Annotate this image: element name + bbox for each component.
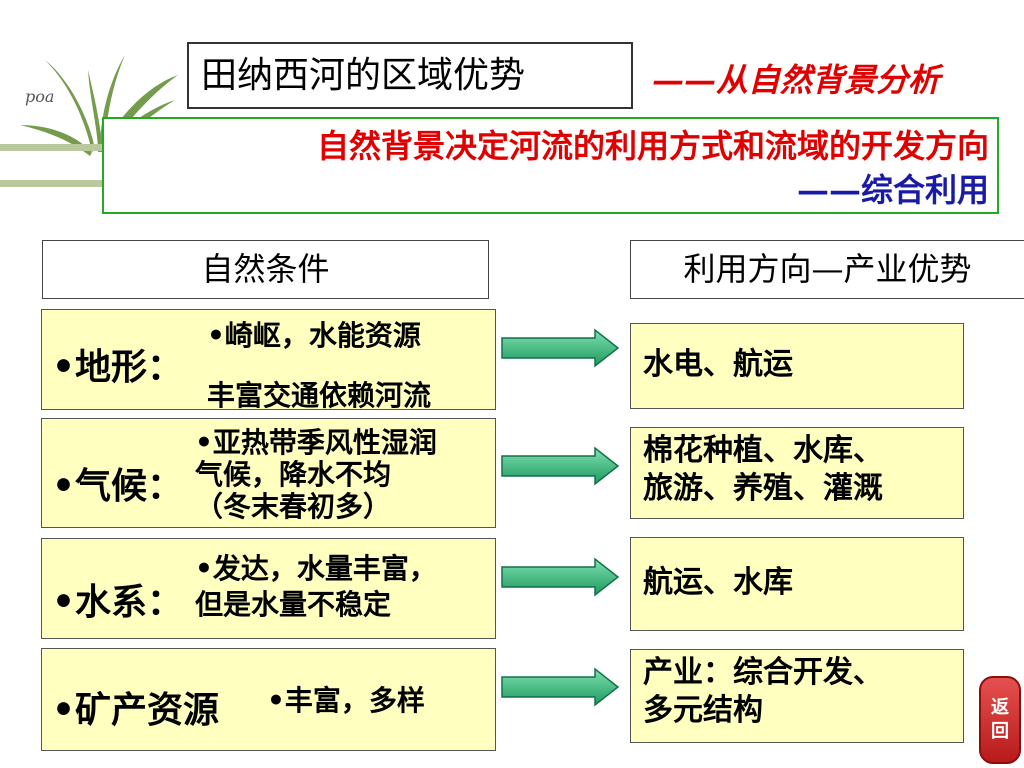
result-line: 棉花种植、水库、	[643, 433, 883, 468]
slide-subtitle: ——从自然背景分析	[652, 61, 941, 99]
condition-label: •水系：	[52, 581, 184, 623]
banner-line-2: ——综合利用	[796, 171, 989, 209]
condition-box-terrain: •地形： •崎岖，水能资源 丰富交通依赖河流	[41, 309, 496, 412]
condition-desc-line: •发达，水量丰富，	[195, 552, 437, 585]
result-box-terrain: 水电、航运	[630, 323, 964, 409]
condition-desc-line: 气候，降水不均	[195, 458, 392, 491]
back-button-label: 回	[991, 721, 1009, 742]
condition-label: •矿产资源	[52, 689, 220, 731]
condition-desc-line: （冬末春初多）	[195, 490, 392, 523]
banner-line-1: 自然背景决定河流的利用方式和流域的开发方向	[316, 127, 989, 165]
condition-desc-line: 但是水量不稳定	[195, 588, 392, 621]
condition-box-minerals: •矿产资源 •丰富，多样	[41, 648, 496, 751]
usage-direction-header: 利用方向—产业优势	[630, 240, 1024, 299]
condition-desc-line: •亚热带季风性湿润	[195, 426, 437, 459]
right-arrow-icon	[501, 446, 620, 486]
back-button-label: 返	[991, 697, 1009, 718]
result-line: 多元结构	[643, 693, 763, 728]
result-line: 产业：综合开发、	[643, 655, 883, 690]
condition-desc-line: •丰富，多样	[267, 684, 425, 717]
result-box-water-system: 航运、水库	[630, 537, 964, 631]
result-box-minerals: 产业：综合开发、 多元结构	[630, 649, 964, 743]
result-line: 水电、航运	[643, 347, 793, 382]
natural-conditions-header: 自然条件	[42, 240, 489, 299]
result-box-climate: 棉花种植、水库、 旅游、养殖、灌溉	[630, 427, 964, 519]
summary-banner: 自然背景决定河流的利用方式和流域的开发方向 ——综合利用	[102, 117, 999, 214]
condition-label: •气候：	[52, 465, 184, 507]
right-arrow-icon	[501, 667, 620, 707]
result-line: 航运、水库	[643, 565, 793, 600]
condition-label: •地形：	[52, 346, 184, 388]
condition-box-water-system: •水系： •发达，水量丰富， 但是水量不稳定	[41, 538, 496, 639]
slide-title: 田纳西河的区域优势	[187, 42, 633, 109]
right-arrow-icon	[501, 328, 620, 368]
condition-box-climate: •气候： •亚热带季风性湿润 气候，降水不均 （冬末春初多）	[41, 418, 496, 528]
result-line: 旅游、养殖、灌溉	[643, 471, 883, 506]
condition-desc-line: 丰富交通依赖河流	[207, 379, 432, 412]
back-button[interactable]: 返 回	[979, 676, 1021, 764]
logo-bar	[0, 144, 120, 151]
logo-text: poa	[25, 87, 54, 106]
logo-bar	[0, 180, 110, 187]
condition-desc-line: •崎岖，水能资源	[207, 319, 421, 352]
right-arrow-icon	[501, 557, 620, 597]
